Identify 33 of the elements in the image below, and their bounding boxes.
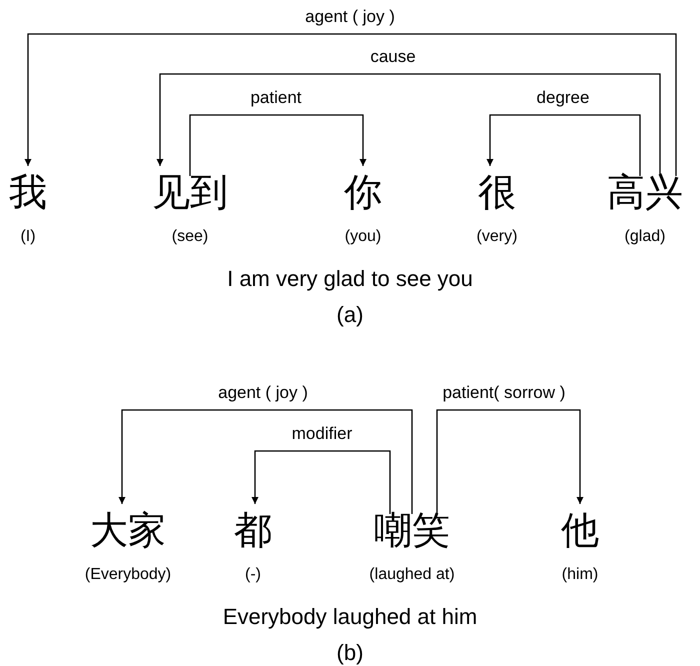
edge-label: degree — [534, 88, 592, 108]
word-text: 都 — [234, 510, 272, 550]
edge-label: patient( sorrow ) — [440, 383, 568, 403]
gloss-text: (I) — [20, 228, 36, 246]
gloss-text: (very) — [476, 228, 518, 246]
arrow — [118, 409, 413, 514]
sentence-text: I am very glad to see you — [227, 266, 473, 292]
word-text: 你 — [344, 172, 382, 212]
word-text: 大家 — [90, 510, 166, 550]
word-text: 见到 — [152, 172, 228, 212]
arrow — [156, 73, 661, 176]
gloss-text: (see) — [172, 228, 208, 246]
edge-label: agent ( joy ) — [303, 7, 397, 27]
arrow — [252, 450, 391, 514]
word-text: 我 — [9, 172, 47, 212]
gloss-text: (you) — [344, 228, 382, 246]
panel-label: (a) — [336, 302, 364, 328]
gloss-text: (him) — [562, 566, 598, 584]
word-text: 他 — [561, 510, 599, 550]
sentence-text: Everybody laughed at him — [222, 604, 478, 630]
word-text: 很 — [478, 172, 516, 212]
gloss-text: (Everybody) — [84, 566, 172, 584]
gloss-text: (laughed at) — [369, 566, 455, 584]
gloss-text: (-) — [245, 566, 261, 584]
word-text: 高兴 — [607, 172, 683, 212]
arrow — [189, 114, 366, 176]
arrow — [436, 409, 584, 514]
word-text: 嘲笑 — [374, 510, 450, 550]
arrow — [24, 33, 677, 176]
edge-label: agent ( joy ) — [216, 383, 310, 403]
gloss-text: (glad) — [624, 228, 666, 246]
arrow — [486, 114, 641, 176]
panel-label: (b) — [336, 640, 364, 666]
